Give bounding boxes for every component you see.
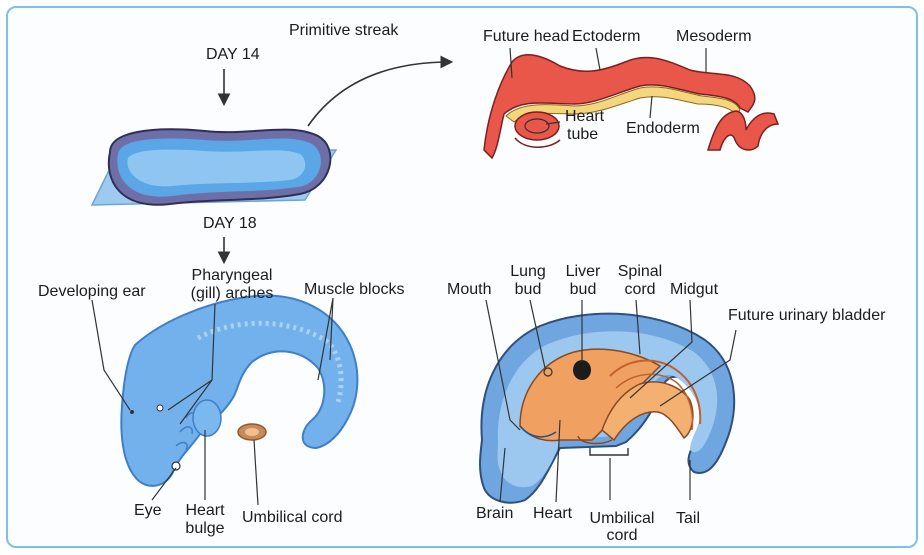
- endoderm-label: Endoderm: [626, 120, 700, 137]
- heart-tube-label-line2: tube: [567, 126, 598, 143]
- pharyngeal-arches-label-line2: (gill) arches: [177, 285, 287, 302]
- streak-arrow: [308, 62, 450, 126]
- umbilical-cord-label-right-line2: cord: [582, 527, 662, 544]
- brain-label: Brain: [476, 505, 513, 522]
- lung-bud-label-line1: Lung: [505, 263, 551, 280]
- liver-bud-label-line1: Liver: [560, 263, 606, 280]
- heart-tube-label-line1: Heart: [565, 108, 604, 125]
- mouth-label: Mouth: [447, 281, 491, 298]
- lung-bud-label-line2: bud: [505, 281, 551, 298]
- tail-label: Tail: [676, 510, 700, 527]
- heart-label-right: Heart: [533, 505, 572, 522]
- muscle-blocks-label: Muscle blocks: [304, 281, 404, 298]
- primitive-streak-label: Primitive streak: [289, 22, 398, 39]
- eye-label: Eye: [134, 502, 162, 519]
- umbilical-cord-label-right-line1: Umbilical: [582, 510, 662, 527]
- heart-bulge-label-line2: bulge: [178, 520, 232, 537]
- heart-bulge-label-line1: Heart: [178, 502, 232, 519]
- day18-sagittal-embryo: [480, 300, 736, 503]
- cross-section: [484, 55, 778, 158]
- future-head-label: Future head: [483, 28, 569, 45]
- spinal-cord-label-line1: Spinal: [614, 263, 666, 280]
- spinal-cord-label-line2: cord: [614, 281, 666, 298]
- mesoderm-label: Mesoderm: [676, 28, 752, 45]
- midgut-label: Midgut: [670, 281, 718, 298]
- day14-label: DAY 14: [206, 46, 260, 63]
- future-urinary-bladder-label: Future urinary bladder: [728, 307, 885, 324]
- pharyngeal-arches-label-line1: Pharyngeal: [177, 267, 287, 284]
- day18-label: DAY 18: [203, 215, 257, 232]
- day14-embryo-disc: [92, 129, 336, 205]
- day18-external-embryo: [92, 295, 357, 505]
- umbilical-cord-label-left: Umbilical cord: [242, 509, 342, 526]
- ectoderm-label: Ectoderm: [572, 28, 640, 45]
- developing-ear-label: Developing ear: [38, 283, 146, 300]
- liver-bud-label-line2: bud: [560, 281, 606, 298]
